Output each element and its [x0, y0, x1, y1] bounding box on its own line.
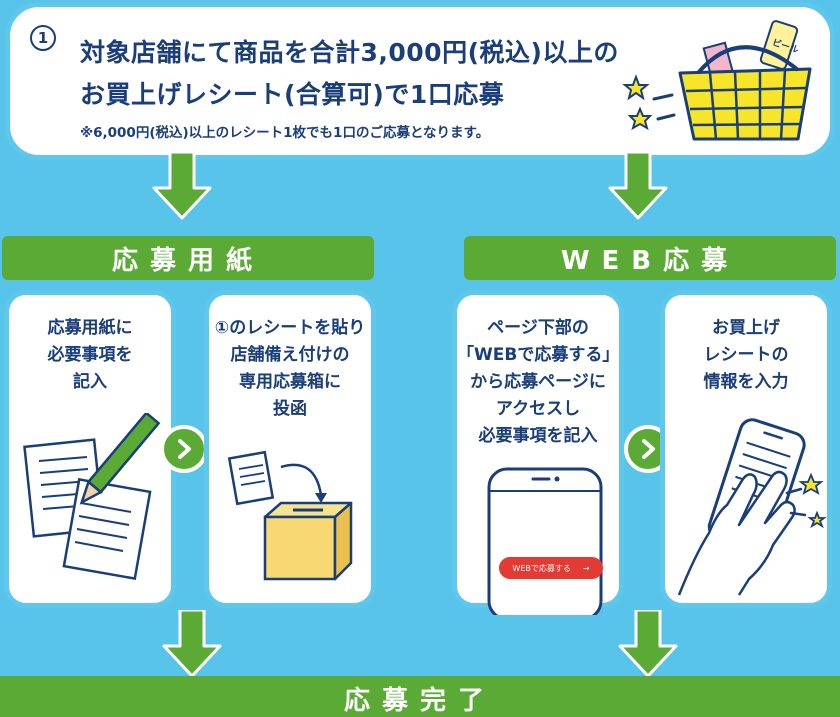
completion-band: 応募完了 [0, 676, 840, 717]
step-description: 応募用紙に 必要事項を 記入 [47, 318, 133, 392]
step-number-badge: 1 [30, 25, 56, 51]
down-arrow-icon [152, 152, 212, 220]
web-step-enter-receipt: お買上げ レシートの 情報を入力 [660, 290, 832, 608]
arrow-right-icon: → [582, 563, 590, 573]
note-text: ※6,000円(税込)以上のレシート1枚でも1口のご応募となります。 [80, 125, 490, 141]
headline-line-1: 対象店舗にて商品を合計3,000円(税込)以上の [80, 38, 619, 67]
down-arrow-icon [162, 610, 222, 678]
step-description: お買上げ レシートの 情報を入力 [703, 318, 789, 392]
step-description: ①のレシートを貼り 店舗備え付けの 専用応募箱に 投函 [214, 318, 366, 419]
web-apply-button[interactable]: WEBで応募する → [499, 557, 603, 579]
next-chevron-icon [160, 425, 208, 473]
hand-smartphone-icon [677, 418, 827, 596]
entry-box-icon [227, 450, 353, 581]
step-one-card: 1 対象店舗にて商品を合計3,000円(税込)以上の お買上げレシート(合算可)… [5, 2, 835, 160]
web-step-access-page: ページ下部の 「WEBで応募する」 から応募ページに アクセスし 必要事項を記入… [452, 290, 624, 615]
shopping-basket-icon: ビール [622, 20, 812, 141]
web-entry-band: WEB応募 [464, 236, 836, 280]
headline-line-2: お買上げレシート(合算可)で1口応募 [80, 80, 505, 109]
down-arrow-icon [608, 152, 668, 220]
pencil-paper-icon [23, 413, 161, 581]
paper-step-submit-box: ①のレシートを貼り 店舗備え付けの 専用応募箱に 投函 [204, 290, 376, 608]
smartphone-icon [487, 467, 603, 615]
paper-entry-band: 応募用紙 [2, 236, 374, 280]
step-description: ページ下部の 「WEBで応募する」 から応募ページに アクセスし 必要事項を記入 [457, 318, 620, 446]
down-arrow-icon [618, 610, 678, 678]
paper-step-fill-form: 応募用紙に 必要事項を 記入 [4, 290, 176, 608]
